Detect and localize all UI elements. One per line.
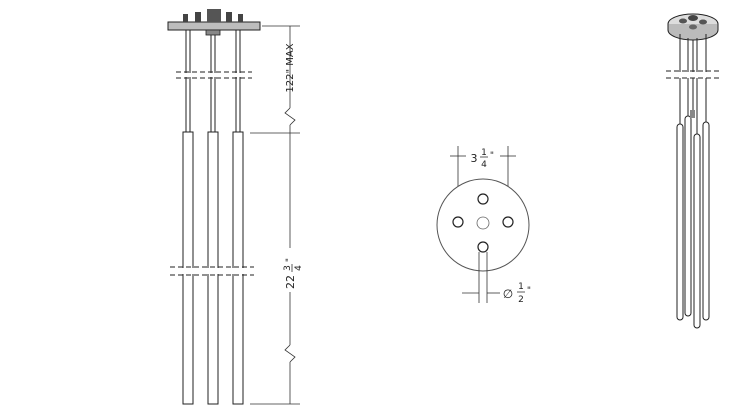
rod-length-frac-den: 4 [294,265,304,271]
canopy-hole-right [502,216,514,228]
diameter-unit: " [527,286,531,296]
diameter-dimension [462,252,500,303]
diameter-frac-den: 2 [518,295,524,305]
canopy-plan-view: 3 1 4 " ∅ 1 2 " [436,146,531,305]
rod-length-frac-num: 3 [283,265,293,271]
diameter-symbol: ∅ [503,287,513,301]
spacing-unit: " [490,151,494,161]
perspective-canopy-hardware [679,15,707,30]
suspension-cables [185,30,241,132]
diameter-frac-num: 1 [518,282,524,292]
height-dimension [250,25,300,134]
spacing-whole: 3 [471,152,478,165]
canopy-hardware [183,9,243,36]
rod-length-label: 22 3 4 " [283,258,304,289]
diameter-label: ∅ 1 2 " [503,282,531,305]
perspective-rod-1 [676,123,684,321]
spacing-label: 3 1 4 " [471,148,495,170]
perspective-break-mark [666,70,722,79]
spacing-frac-den: 4 [481,160,487,170]
canopy-hole-bottom [477,241,489,253]
perspective-rod-3 [693,133,701,329]
height-max-label: 122" MAX [285,43,296,92]
canopy-hole-left [452,216,464,228]
canopy-hole-center [476,216,490,230]
perspective-view [666,13,722,329]
perspective-rods [676,110,710,329]
rod-length-dimension [250,133,300,405]
perspective-rod-5 [690,110,695,118]
rod-length-whole: 22 [284,275,297,289]
perspective-rod-4 [702,121,710,321]
spacing-frac-num: 1 [481,148,487,158]
upper-break-mark [174,71,254,79]
lower-break-mark [170,266,254,276]
canopy-hole-top [477,193,489,205]
canopy-plate [167,21,261,31]
perspective-rod-2 [684,115,692,317]
side-elevation: 122" MAX 22 3 4 " [167,9,304,405]
rod-length-unit: " [285,258,295,262]
perspective-cables [679,34,707,134]
